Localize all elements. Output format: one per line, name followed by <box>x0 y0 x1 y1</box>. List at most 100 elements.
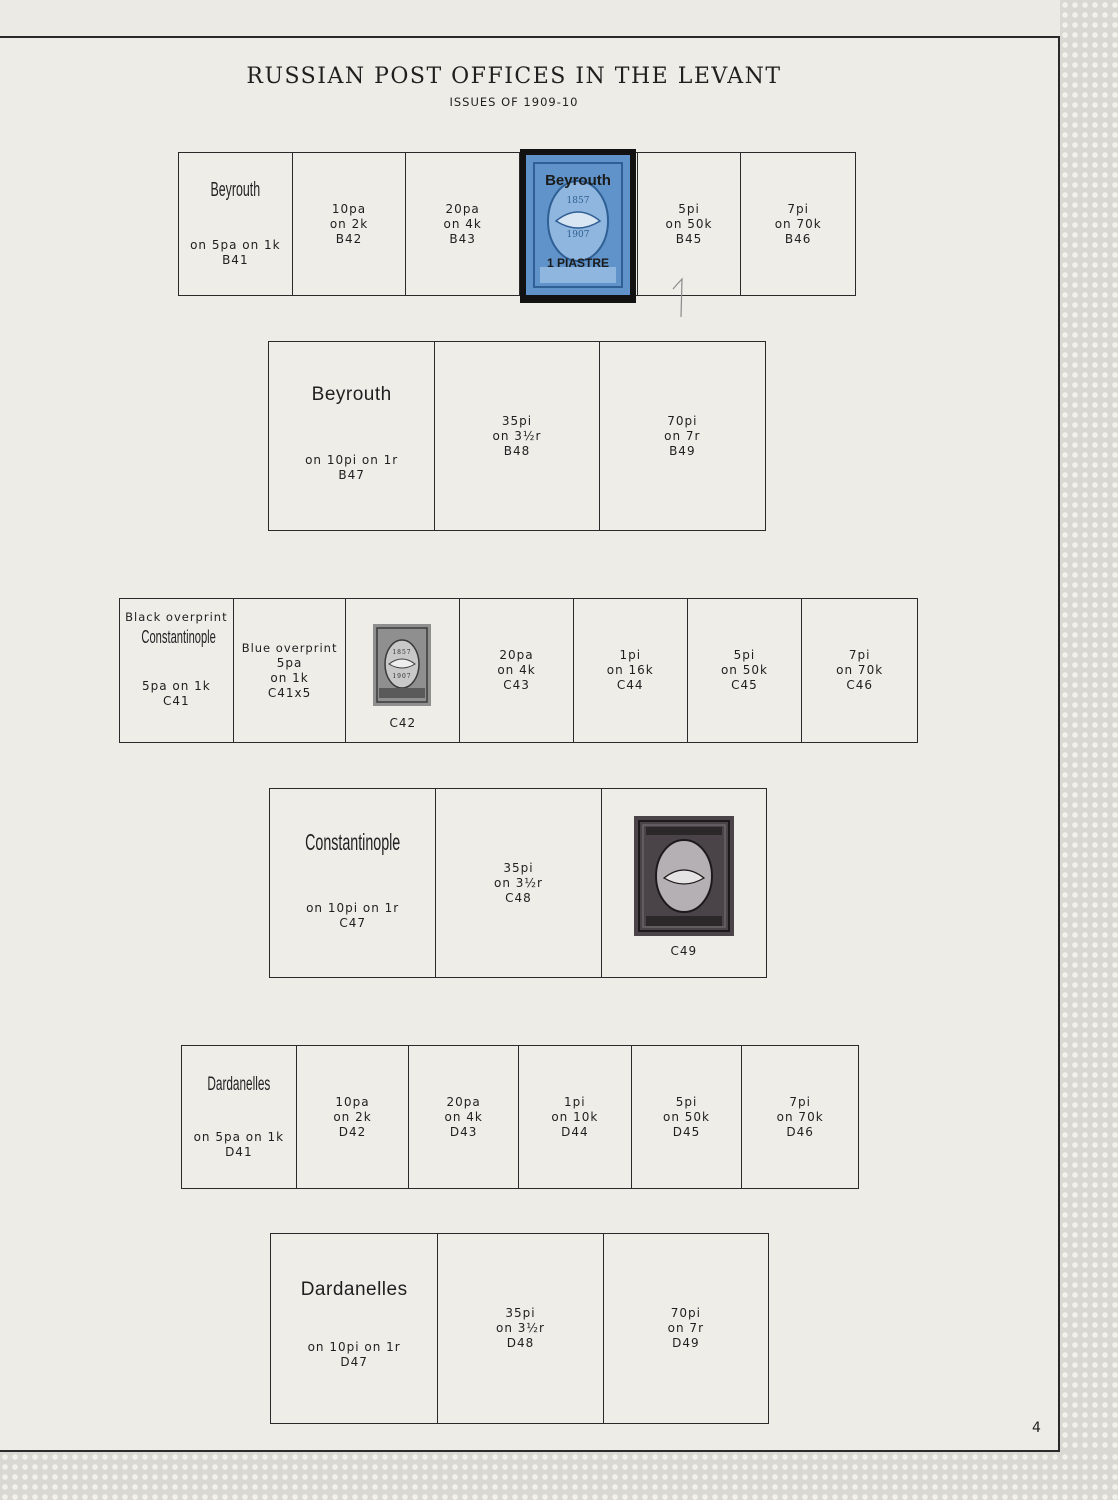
catalog-number: D41 <box>225 1145 253 1159</box>
stamp-space-c45[interactable]: 5pi on 50k C45 <box>688 599 803 742</box>
value-label: 5pa on 1k <box>141 679 211 693</box>
stamp-constantinople-grey[interactable]: 1857 1907 <box>373 624 432 706</box>
stamp-beyrouth-1-piastre[interactable]: Beyrouth 1857 1907 1 PIASTRE <box>520 149 636 303</box>
value-label: 20pa <box>446 1094 481 1109</box>
value-label: 35pi <box>505 1306 536 1320</box>
svg-text:1857: 1857 <box>393 649 412 656</box>
value-label: 7pi <box>789 1094 811 1109</box>
svg-text:1857: 1857 <box>567 196 590 206</box>
value-label: 35pi <box>503 860 534 875</box>
catalog-number: C45 <box>731 678 758 692</box>
stamp-space-c49[interactable]: C49 <box>602 789 766 977</box>
value-label: 5pi <box>675 1094 698 1109</box>
value-label: on 3½r <box>492 428 542 443</box>
value-label: 20pa <box>499 648 534 662</box>
value-label: 5pi <box>733 648 756 662</box>
overprint-label: Dardanelles <box>207 1074 271 1095</box>
catalog-number: D49 <box>672 1336 700 1350</box>
catalog-number: B48 <box>503 443 531 458</box>
stamp-space-d45[interactable]: 5pi on 50k D45 <box>632 1046 743 1188</box>
overprint-label: Constantinople <box>141 627 216 647</box>
value-label: 70pi <box>667 413 698 428</box>
value-label: on 10pi on 1r <box>305 453 399 467</box>
value-label: on 7r <box>667 1321 705 1335</box>
catalog-number: D46 <box>786 1124 814 1139</box>
stamp-space-b49[interactable]: 70pi on 7r B49 <box>600 342 765 530</box>
stamp-space-d46[interactable]: 7pi on 70k D46 <box>742 1046 858 1188</box>
value-label: on 4k <box>443 216 482 231</box>
stamp-row-constantinople-2: Constantinople on 10pi on 1r C47 35pi on… <box>269 788 767 978</box>
catalog-number: C49 <box>670 944 698 958</box>
value-label: 1pi <box>619 648 642 662</box>
value-label: on 2k <box>329 216 369 231</box>
catalog-number: B42 <box>335 231 363 246</box>
stamp-row-beyrouth-1: Beyrouth on 5pa on 1k B41 10pa on 2k B42… <box>178 152 856 296</box>
stamp-space-b44[interactable] <box>520 153 638 295</box>
catalog-number: D45 <box>672 1124 701 1139</box>
stamp-space-c46[interactable]: 7pi on 70k C46 <box>802 599 917 742</box>
value-label: 35pi <box>501 413 533 428</box>
catalog-number: B43 <box>449 231 476 246</box>
serrated-edge-bottom <box>0 1452 1118 1500</box>
catalog-number: C41 <box>163 694 190 708</box>
stamp-space-d41[interactable]: Dardanelles on 5pa on 1k D41 <box>182 1046 297 1188</box>
stamp-space-c41[interactable]: Black overprint Constantinople 5pa on 1k… <box>120 599 234 742</box>
value-label: on 10pi on 1r <box>307 1340 401 1354</box>
stamp-space-c42[interactable]: 1857 1907 C42 <box>346 599 461 742</box>
stamp-space-d49[interactable]: 70pi on 7r D49 <box>604 1234 768 1423</box>
value-label: on 5pa on 1k <box>190 238 281 252</box>
value-label: 20pa <box>445 201 480 216</box>
stamp-design-icon: 1857 1907 <box>376 627 429 703</box>
catalog-number: C42 <box>389 716 417 730</box>
catalog-number: B46 <box>784 231 812 246</box>
stamp-space-b46[interactable]: 7pi on 70k B46 <box>741 153 855 295</box>
value-label: on 5pa on 1k <box>193 1130 285 1144</box>
overprint-label: Dardanelles <box>300 1279 408 1300</box>
heading-label: Blue overprint <box>241 640 338 655</box>
catalog-number: D47 <box>340 1355 368 1369</box>
stamp-constantinople-7-rubles[interactable] <box>633 816 734 936</box>
value-label: on 50k <box>665 216 713 231</box>
value-label: on 1k <box>270 670 309 685</box>
stamp-space-b48[interactable]: 35pi on 3½r B48 <box>435 342 600 530</box>
svg-text:Beyrouth: Beyrouth <box>545 172 611 189</box>
page-number: 4 <box>1032 1420 1041 1436</box>
stamp-space-d47[interactable]: Dardanelles on 10pi on 1r D47 <box>271 1234 439 1423</box>
value-label: on 50k <box>663 1109 710 1124</box>
stamp-space-c48[interactable]: 35pi on 3½r C48 <box>436 789 602 977</box>
value-label: on 16k <box>606 663 654 677</box>
catalog-number: D42 <box>338 1124 367 1139</box>
stamp-space-b45[interactable]: 5pi on 50k B45 <box>638 153 742 295</box>
catalog-number: B49 <box>669 443 696 458</box>
value-label: on 10pi on 1r <box>306 901 400 915</box>
stamp-space-c41x5[interactable]: Blue overprint 5pa on 1k C41x5 <box>234 599 347 742</box>
stamp-space-c44[interactable]: 1pi on 16k C44 <box>574 599 688 742</box>
stamp-space-c43[interactable]: 20pa on 4k C43 <box>460 599 574 742</box>
stamp-space-d42[interactable]: 10pa on 2k D42 <box>297 1046 410 1188</box>
value-label: 1pi <box>564 1094 586 1109</box>
value-label: on 4k <box>444 1109 483 1124</box>
value-label: on 70k <box>776 1109 824 1124</box>
value-label: 10pa <box>335 1094 370 1109</box>
svg-text:1907: 1907 <box>393 673 412 680</box>
catalog-number: C47 <box>339 916 366 930</box>
stamp-space-d43[interactable]: 20pa on 4k D43 <box>409 1046 519 1188</box>
catalog-number: B45 <box>675 231 703 246</box>
stamp-space-b43[interactable]: 20pa on 4k B43 <box>406 153 521 295</box>
value-label: 7pi <box>787 201 809 216</box>
value-label: 70pi <box>670 1306 701 1320</box>
catalog-number: D48 <box>506 1336 535 1350</box>
stamp-space-b42[interactable]: 10pa on 2k B42 <box>293 153 407 295</box>
stamp-space-c47[interactable]: Constantinople on 10pi on 1r C47 <box>270 789 437 977</box>
stamp-space-d48[interactable]: 35pi on 3½r D48 <box>438 1234 604 1423</box>
stamp-space-b41[interactable]: Beyrouth on 5pa on 1k B41 <box>179 153 293 295</box>
pencil-mark-icon <box>672 277 683 318</box>
catalog-number: D44 <box>561 1124 589 1139</box>
overprint-label: Constantinople <box>305 829 401 855</box>
stamp-design-icon: Beyrouth 1857 1907 1 PIASTRE <box>533 162 623 288</box>
svg-text:1 PIASTRE: 1 PIASTRE <box>547 256 609 270</box>
stamp-row-dardanelles-1: Dardanelles on 5pa on 1k D41 10pa on 2k … <box>181 1045 859 1189</box>
value-label: on 2k <box>333 1109 372 1124</box>
stamp-space-b47[interactable]: Beyrouth on 10pi on 1r B47 <box>269 342 436 530</box>
stamp-space-d44[interactable]: 1pi on 10k D44 <box>519 1046 632 1188</box>
